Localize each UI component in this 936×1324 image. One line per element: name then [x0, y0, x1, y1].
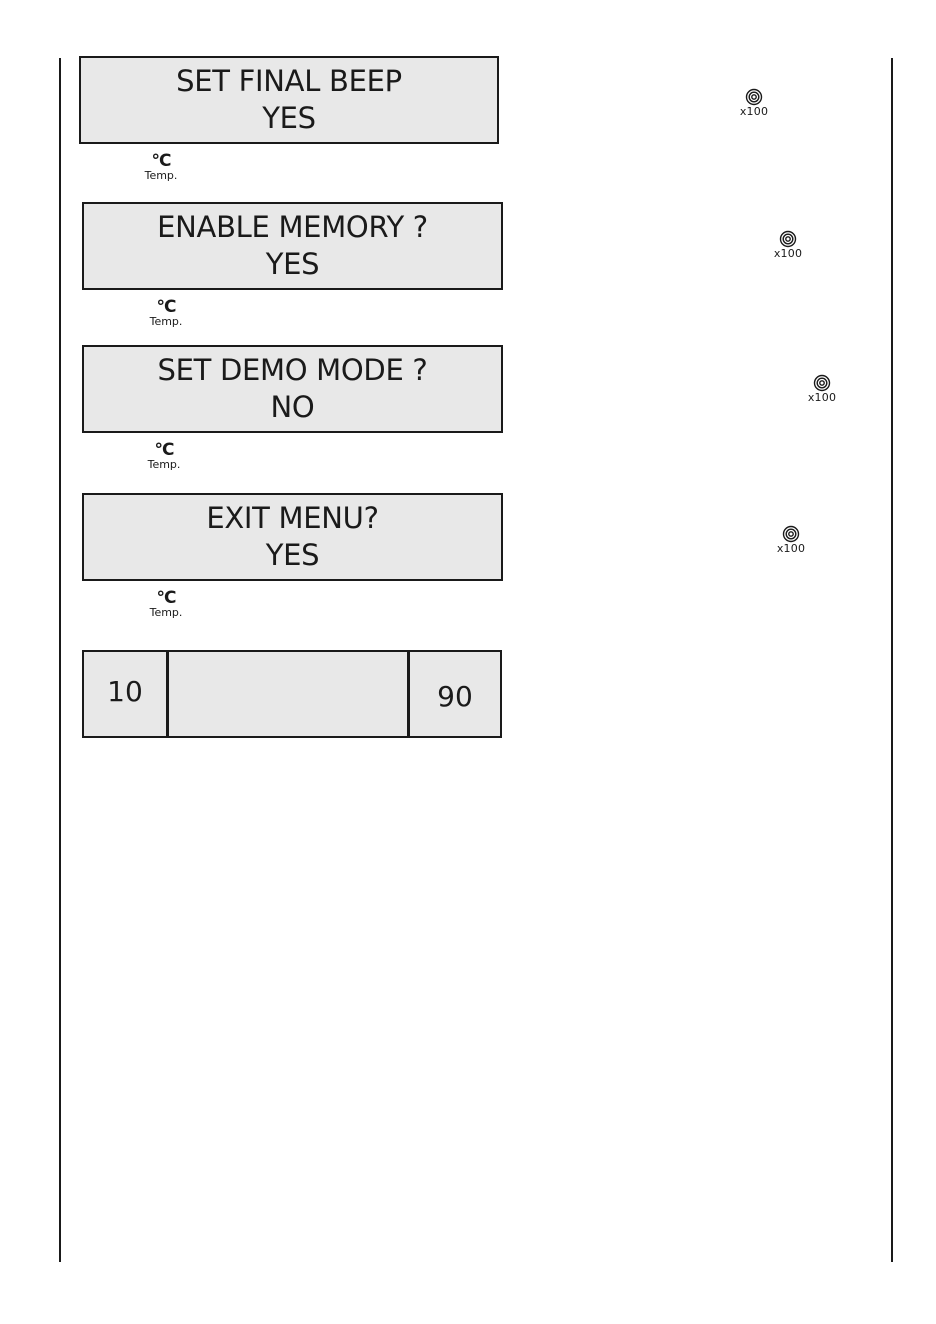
lcd-line-2: YES	[84, 537, 501, 574]
temperature-button-icon[interactable]: °C Temp.	[144, 589, 188, 623]
spin-speed-icon[interactable]: x100	[768, 230, 808, 262]
lcd-display-final-beep: SET FINAL BEEP YES	[79, 56, 499, 144]
lcd-line-1: ENABLE MEMORY ?	[84, 209, 501, 246]
lcd-display-demo-mode: SET DEMO MODE ? NO	[82, 345, 503, 433]
washing-program-display: 10 90	[82, 650, 502, 738]
spin-speed-icon[interactable]: x100	[802, 374, 842, 406]
lcd-line-1: SET DEMO MODE ?	[84, 352, 501, 389]
right-margin-rule	[891, 58, 893, 1262]
spiral-icon	[782, 525, 800, 543]
lcd-line-2: YES	[84, 246, 501, 283]
lcd-display-exit-menu: EXIT MENU? YES	[82, 493, 503, 581]
temperature-button-icon[interactable]: °C Temp.	[142, 441, 186, 475]
lcd-line-2: YES	[81, 100, 497, 137]
lcd-display-enable-memory: ENABLE MEMORY ? YES	[82, 202, 503, 290]
lcd-line-1: EXIT MENU?	[84, 500, 501, 537]
lcd-line-1: SET FINAL BEEP	[81, 63, 497, 100]
spiral-icon	[779, 230, 797, 248]
temperature-button-icon[interactable]: °C Temp.	[144, 298, 188, 332]
left-margin-rule	[59, 58, 61, 1262]
temperature-button-icon[interactable]: °C Temp.	[139, 152, 183, 186]
display-right-value: 90	[410, 652, 500, 736]
lcd-line-2: NO	[84, 389, 501, 426]
spiral-icon	[813, 374, 831, 392]
spin-speed-icon[interactable]: x100	[734, 88, 774, 120]
spiral-icon	[745, 88, 763, 106]
spin-speed-icon[interactable]: x100	[771, 525, 811, 557]
display-middle-value	[169, 652, 410, 736]
display-left-value: 10	[84, 652, 169, 736]
